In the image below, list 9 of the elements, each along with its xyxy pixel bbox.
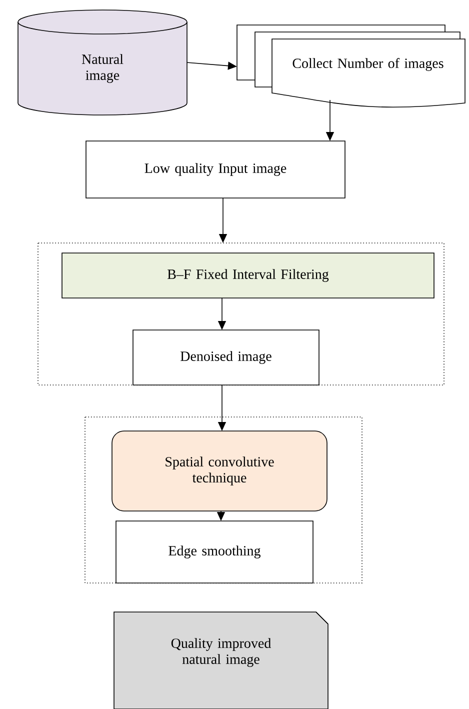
node-label: Collect Number of images	[292, 58, 444, 71]
process-box: Spatial convolutive technique	[112, 430, 328, 512]
database-cylinder: Natural image	[18, 10, 188, 116]
process-box: Denoised image	[132, 330, 320, 386]
document-stack: Collect Number of images	[236, 24, 466, 108]
process-box: B–F Fixed Interval Filtering	[62, 252, 434, 298]
process-box: Low quality Input image	[86, 140, 346, 198]
process-box: Edge smoothing	[116, 520, 314, 584]
document-note: Quality improved natural image	[114, 612, 328, 709]
